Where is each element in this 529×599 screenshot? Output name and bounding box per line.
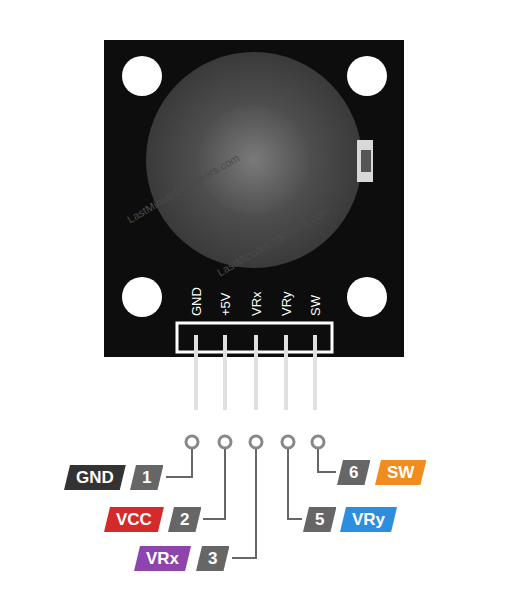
pin-name: SW [387, 463, 414, 482]
switch [361, 150, 371, 172]
pin-name: VRx [146, 549, 179, 568]
mount-hole [347, 277, 387, 317]
pin-number-tag: 6 [337, 460, 370, 485]
callout-number: 5 [315, 510, 324, 529]
pin-name: VCC [116, 510, 152, 529]
callout-number: 3 [208, 549, 217, 568]
joystick-base [146, 52, 362, 268]
callout-number: 2 [180, 510, 189, 529]
pin-name: VRy [352, 510, 385, 529]
leader-lines [166, 449, 336, 558]
pin-number-tag: 2 [168, 507, 201, 532]
pin-name-tag: SW [375, 460, 426, 485]
header-pin-label: VRx [249, 291, 264, 316]
pcb [104, 40, 404, 357]
header-pin-label: SW [308, 295, 323, 316]
pin-name-tag: VCC [104, 507, 164, 532]
switch [357, 140, 373, 182]
pin-number-tag: 3 [196, 546, 229, 571]
pin-dots [186, 436, 324, 448]
callout-number: 6 [349, 463, 358, 482]
pin-name-tag: GND [64, 465, 126, 490]
pin-number-tag: 1 [130, 465, 163, 490]
mount-hole [347, 56, 387, 96]
pin-name: GND [76, 468, 114, 487]
header-pin-label: +5V [218, 293, 233, 317]
mount-hole [122, 56, 162, 96]
pin-name-tag: VRx [134, 546, 191, 571]
joystick-cap [199, 105, 309, 215]
mount-hole [122, 277, 162, 317]
callout-number: 1 [142, 468, 151, 487]
pin-number-tag: 5 [303, 507, 336, 532]
pin-name-tag: VRy [340, 507, 397, 532]
header-pin-label: GND [189, 287, 204, 316]
pins [196, 335, 315, 410]
header-pin-label: VRy [279, 291, 294, 316]
